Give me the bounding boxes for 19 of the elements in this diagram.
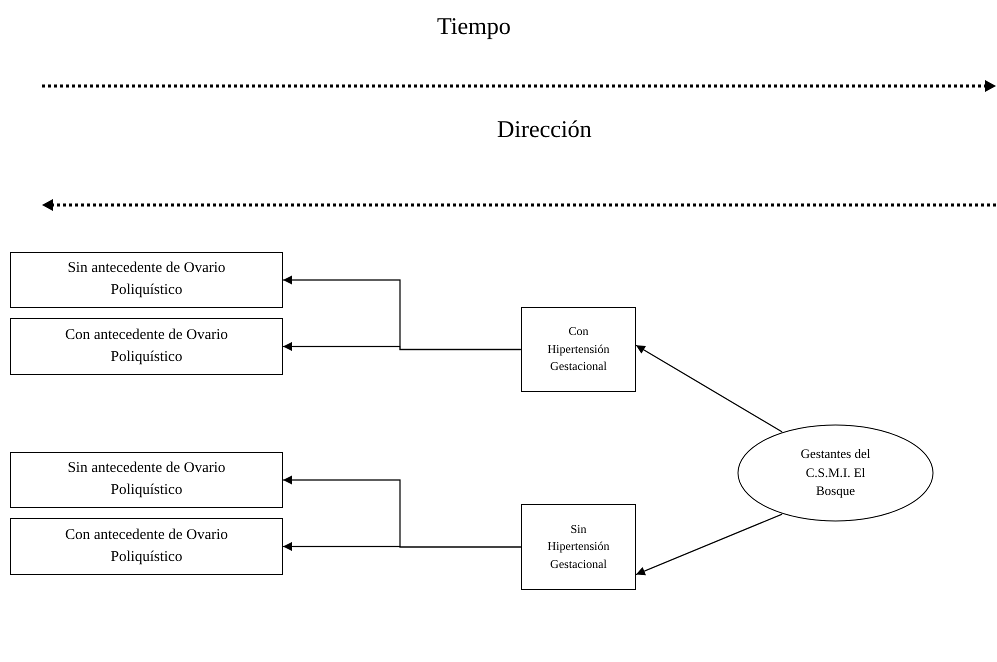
node-text: Sin antecedente de Ovario Poliquístico	[66, 259, 226, 300]
process-box	[10, 452, 283, 508]
process-box	[521, 504, 636, 590]
node-text: Con antecedente de Ovario Poliquístico	[64, 526, 229, 566]
axis-label: Dirección	[497, 117, 592, 144]
node-text: Con Hipertensión Gestacional	[546, 323, 610, 376]
process-box	[10, 518, 283, 575]
arrow	[283, 542, 521, 551]
node-text: Con antecedente de Ovario Poliquístico	[64, 326, 229, 366]
node-text: Sin antecedente de Ovario Poliquístico	[66, 459, 226, 500]
arrow	[636, 344, 782, 432]
process-box	[10, 318, 283, 375]
node-text: Sin Hipertensión Gestacional	[546, 520, 610, 573]
process-box	[10, 252, 283, 308]
axis-label: Tiempo	[437, 14, 511, 41]
arrow	[283, 342, 521, 351]
process-box	[521, 307, 636, 392]
arrow	[636, 514, 782, 576]
node-text: Gestantes del C.S.M.I. El Bosque	[800, 444, 872, 500]
